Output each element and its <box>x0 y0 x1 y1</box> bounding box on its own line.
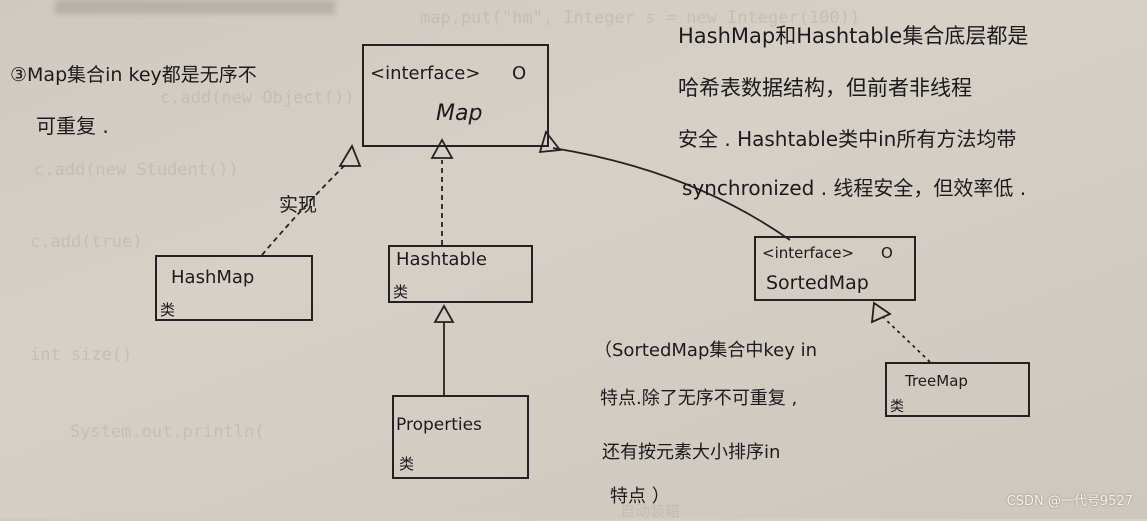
edge-label-implements: 实现 <box>279 194 318 216</box>
note-bottom-line2: 特点.除了无序不可重复 , <box>600 388 798 409</box>
edge-hashmap-to-map <box>261 164 346 256</box>
note-top-right-line1: HashMap和Hashtable集合底层都是 <box>678 24 1029 48</box>
sortedmap-stereotype: <interface> <box>762 244 855 262</box>
ghost-text-5: int size() <box>30 345 133 365</box>
arrowhead-sortedmap-map <box>538 130 562 154</box>
node-sortedmap: <interface> O SortedMap <box>754 236 916 301</box>
arrowhead-treemap-sortedmap <box>870 301 892 324</box>
properties-name: Properties <box>396 415 482 435</box>
treemap-kind: 类 <box>890 399 904 415</box>
note-bottom-line4: 特点 ） <box>610 486 670 507</box>
node-map: <interface> O Map <box>362 44 549 147</box>
edge-treemap-to-sortedmap <box>883 317 931 363</box>
hashmap-name: HashMap <box>171 267 255 288</box>
note-top-right-line4: synchronized . 线程安全，但效率低 . <box>682 176 1027 200</box>
watermark: CSDN @一代号9527 <box>1006 494 1133 509</box>
ghost-text-1: map.put("hm", Integer s = new Integer(10… <box>420 8 861 28</box>
blurred-header-strip <box>55 0 335 14</box>
edge-sortedmap-to-map <box>552 147 791 241</box>
note-bottom-line1: （SortedMap集合中key in <box>594 340 818 361</box>
arrowhead-properties-hashtable <box>433 304 455 323</box>
node-hashmap: HashMap 类 <box>155 255 313 321</box>
hashtable-kind: 类 <box>393 283 409 301</box>
properties-kind: 类 <box>399 455 415 473</box>
ghost-text-2: c.add(new Object()) <box>160 88 355 108</box>
map-interface-marker: O <box>512 63 527 84</box>
treemap-name: TreeMap <box>905 372 968 390</box>
note-bottom-line3: 还有按元素大小排序in <box>602 442 781 463</box>
note-top-right-line3: 安全 . Hashtable类中in所有方法均带 <box>678 127 1017 151</box>
ghost-text-6: System.out.println( <box>70 422 265 442</box>
note-top-right-line2: 哈希表数据结构，但前者非线程 <box>678 76 972 100</box>
ghost-text-4: c.add(true) <box>30 232 143 252</box>
sortedmap-name: SortedMap <box>766 272 869 294</box>
node-treemap: TreeMap 类 <box>885 362 1030 417</box>
map-stereotype: <interface> <box>370 63 481 84</box>
node-hashtable: Hashtable 类 <box>388 245 533 303</box>
node-properties: Properties 类 <box>392 395 529 479</box>
arrowhead-hashtable-map <box>430 138 454 159</box>
note-left-line1: ③Map集合in key都是无序不 <box>10 64 257 86</box>
hashmap-kind: 类 <box>160 301 176 319</box>
ghost-text-3: c.add(new Student()) <box>34 160 239 180</box>
ghost-text-7: 自动装箱 <box>620 502 681 520</box>
arrowhead-hashmap-map <box>338 143 362 167</box>
hashtable-name: Hashtable <box>396 249 487 270</box>
sortedmap-interface-marker: O <box>881 244 893 262</box>
map-name: Map <box>436 101 483 126</box>
note-left-line2: 可重复 . <box>36 114 109 138</box>
